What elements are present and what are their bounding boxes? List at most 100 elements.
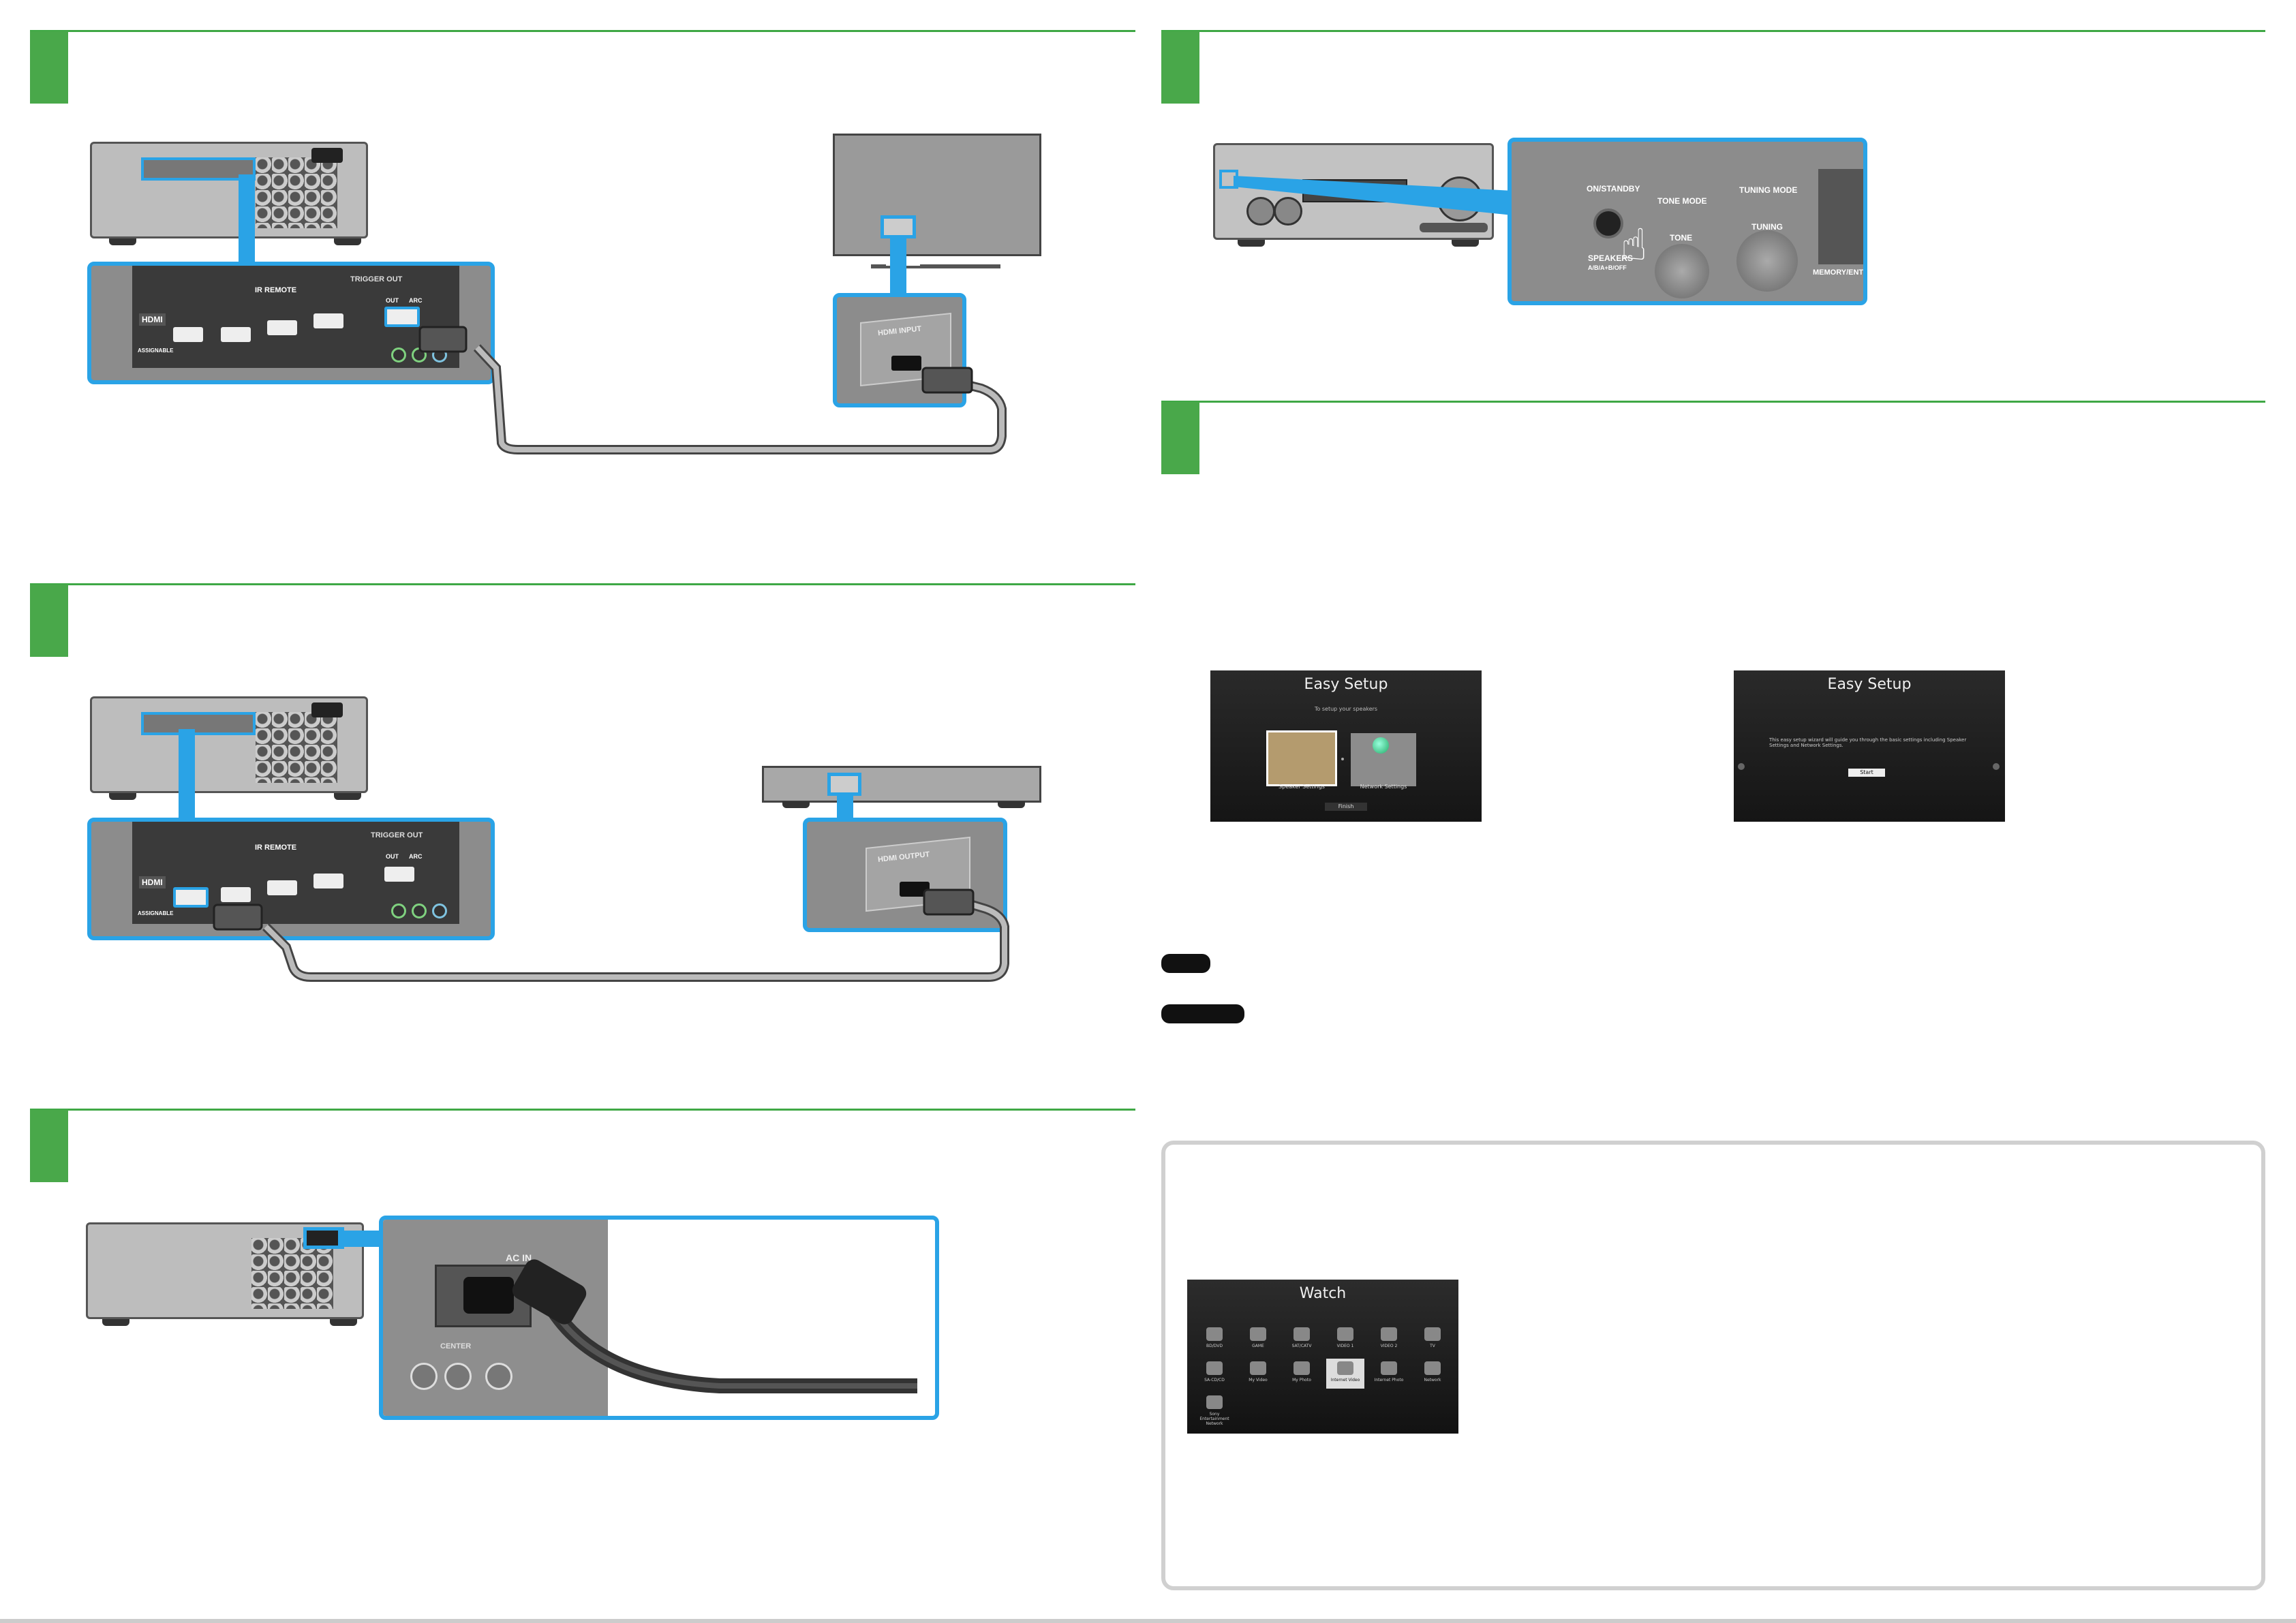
watch-item-label: Internet Photo: [1374, 1378, 1404, 1382]
easy-setup-body: This easy setup wizard will guide you th…: [1769, 737, 1967, 748]
foot: [109, 793, 136, 800]
start-button[interactable]: Start: [1848, 769, 1885, 777]
tone-label: TONE: [1670, 233, 1693, 243]
speaker-terminals: [256, 712, 337, 783]
hand-pointer-icon: ☝: [1621, 220, 1647, 270]
tuning-label: TUNING: [1751, 222, 1783, 232]
watch-item-icon: [1206, 1327, 1223, 1341]
watch-item[interactable]: My Photo: [1283, 1359, 1321, 1389]
receiver-rear-2: [90, 696, 368, 793]
foot: [334, 238, 361, 245]
hdmi-in4-port: [313, 874, 343, 888]
section-5-marker: [1161, 402, 1199, 474]
watch-item-icon: [1206, 1395, 1223, 1409]
ac-inlet-highlight: [303, 1227, 344, 1249]
hdmi-out-port: [384, 867, 414, 882]
watch-item[interactable]: My Video: [1239, 1359, 1277, 1389]
watch-item[interactable]: GAME: [1239, 1325, 1277, 1355]
arc-label: ARC: [409, 297, 423, 304]
hdmi-in4-port: [313, 313, 343, 328]
rca-jack: [410, 1363, 438, 1390]
watch-item[interactable]: Network: [1413, 1359, 1452, 1389]
foot: [330, 1319, 357, 1326]
out-label: OUT: [386, 853, 399, 860]
watch-item-label: TV: [1430, 1344, 1435, 1348]
foot: [782, 801, 810, 808]
receiver-hdmi-callout-1: HDMI IR REMOTE TRIGGER OUT OUT ARC ASSIG…: [87, 262, 495, 384]
on-standby-label: ON/STANDBY: [1587, 184, 1640, 194]
rca-jack: [432, 903, 447, 918]
watch-item[interactable]: VIDEO 1: [1326, 1325, 1364, 1355]
speaker-settings-tile[interactable]: [1266, 730, 1337, 786]
watch-item-icon: [1424, 1327, 1441, 1341]
page-bottom-rule: [0, 1619, 2296, 1623]
section-2-marker: [30, 585, 68, 657]
watch-item[interactable]: Internet Photo: [1370, 1359, 1408, 1389]
foot: [1452, 240, 1479, 247]
tv-stand: [871, 264, 1000, 268]
watch-item[interactable]: TV: [1413, 1325, 1452, 1355]
watch-item-label: BD/DVD: [1206, 1344, 1223, 1348]
source-hdmi-highlight: [827, 773, 861, 796]
watch-item-label: GAME: [1252, 1344, 1264, 1348]
watch-item[interactable]: SA-CD/CD: [1195, 1359, 1234, 1389]
tuning-knob: [1736, 230, 1798, 292]
globe-icon: [1373, 737, 1389, 754]
power-cord: [512, 1259, 917, 1393]
callout-pointer: [179, 729, 195, 822]
watch-item-label: SA-CD/CD: [1204, 1378, 1225, 1382]
foot: [1238, 240, 1265, 247]
ac-inlet-socket: [463, 1277, 514, 1314]
hdmi-port-strip: [141, 157, 256, 181]
prev-arrow-icon[interactable]: [1738, 763, 1745, 770]
tone-mode-label: TONE MODE: [1657, 196, 1707, 206]
callout-pointer: [890, 238, 906, 296]
ac-inlet-callout: AC IN CENTER: [379, 1216, 939, 1420]
section-3-marker: [30, 1110, 68, 1182]
watch-title: Watch: [1299, 1285, 1347, 1302]
assignable-label: ASSIGNABLE: [138, 910, 174, 916]
watch-item-label: Internet Video: [1330, 1378, 1360, 1382]
finish-button[interactable]: Finish: [1325, 803, 1367, 811]
side-panel: [1818, 169, 1863, 264]
watch-item[interactable]: VIDEO 2: [1370, 1325, 1408, 1355]
watch-item[interactable]: BD/DVD: [1195, 1325, 1234, 1355]
callout-pointer: [338, 1231, 382, 1247]
watch-item-icon: [1381, 1361, 1397, 1375]
slot: [1420, 223, 1488, 232]
source-device: [762, 766, 1041, 803]
hdmi-in3-port: [267, 880, 297, 895]
front-panel-callout: ON/STANDBY TONE MODE TUNING MODE TONE TU…: [1507, 138, 1867, 305]
section-4-rule: [1161, 30, 2265, 32]
watch-item[interactable]: Sony Entertainment Network: [1195, 1393, 1234, 1426]
watch-item[interactable]: Internet Video: [1326, 1359, 1364, 1389]
hdmi-label: HDMI: [139, 876, 166, 888]
ir-remote-label: IR REMOTE: [255, 286, 297, 294]
hdmi-cable-1: [418, 326, 1007, 454]
callout-pointer: [1234, 176, 1513, 215]
watch-item-icon: [1294, 1327, 1310, 1341]
watch-item-label: My Photo: [1292, 1378, 1311, 1382]
network-settings-label: Network Settings: [1360, 784, 1407, 790]
rca-jack: [391, 903, 406, 918]
source-hdmi-port: [900, 882, 930, 897]
tv-hdmi-highlight: [881, 215, 916, 238]
next-arrow-icon[interactable]: [1993, 763, 2000, 770]
rca-jack: [485, 1363, 512, 1390]
watch-item[interactable]: SAT/CATV: [1283, 1325, 1321, 1355]
hdmi-label: HDMI: [139, 313, 166, 326]
watch-item-icon: [1250, 1361, 1266, 1375]
hdmi-in3-port: [267, 320, 297, 335]
watch-item-icon: [1381, 1327, 1397, 1341]
ac-inlet-icon: [311, 702, 343, 717]
speakers-label: SPEAKERS: [1588, 253, 1634, 263]
knob: [1274, 197, 1302, 226]
tv-hdmi-port: [891, 356, 921, 371]
ac-inlet-icon: [311, 148, 343, 163]
foot: [109, 238, 136, 245]
power-button[interactable]: [1593, 208, 1623, 238]
tv-body: [833, 134, 1041, 256]
watch-item-label: Sony Entertainment Network: [1199, 1412, 1229, 1426]
